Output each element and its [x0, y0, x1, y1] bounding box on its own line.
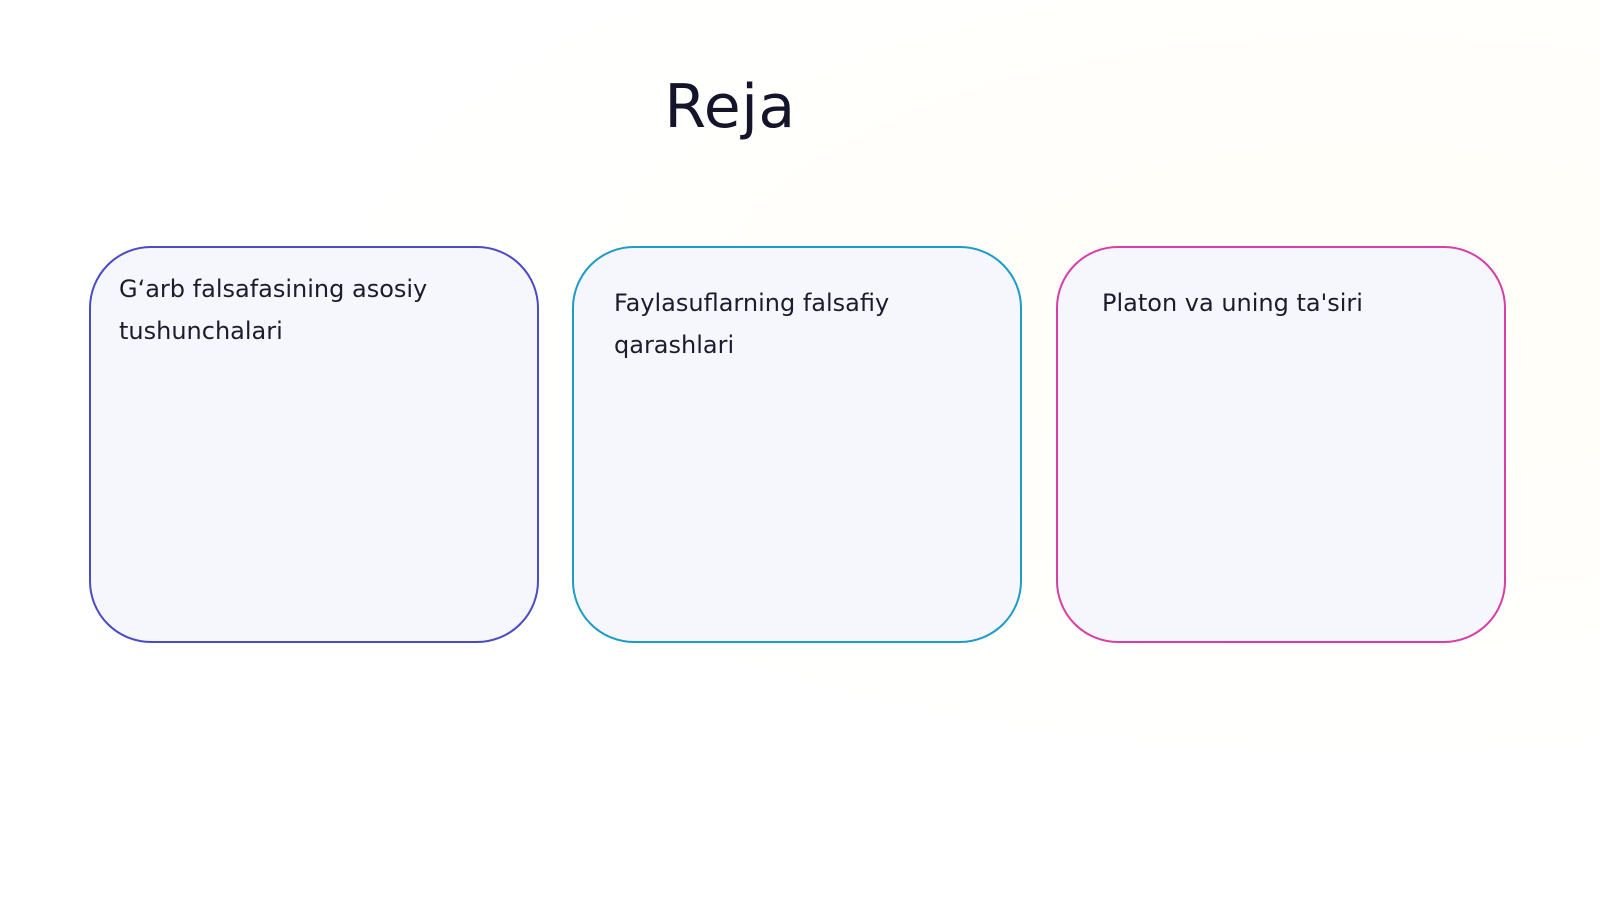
- plan-card-label: G‘arb falsafasining asosiy tushunchalari: [119, 275, 428, 345]
- plan-card-1[interactable]: G‘arb falsafasining asosiy tushunchalari: [89, 246, 539, 643]
- plan-card-label: Faylasuflarning falsafiy qarashlari: [614, 289, 890, 359]
- plan-card-3[interactable]: Platon va uning ta'siri: [1056, 246, 1506, 643]
- plan-card-label: Platon va uning ta'siri: [1102, 289, 1363, 317]
- plan-card-2[interactable]: Faylasuflarning falsafiy qarashlari: [572, 246, 1022, 643]
- slide-title: Reja: [664, 72, 796, 142]
